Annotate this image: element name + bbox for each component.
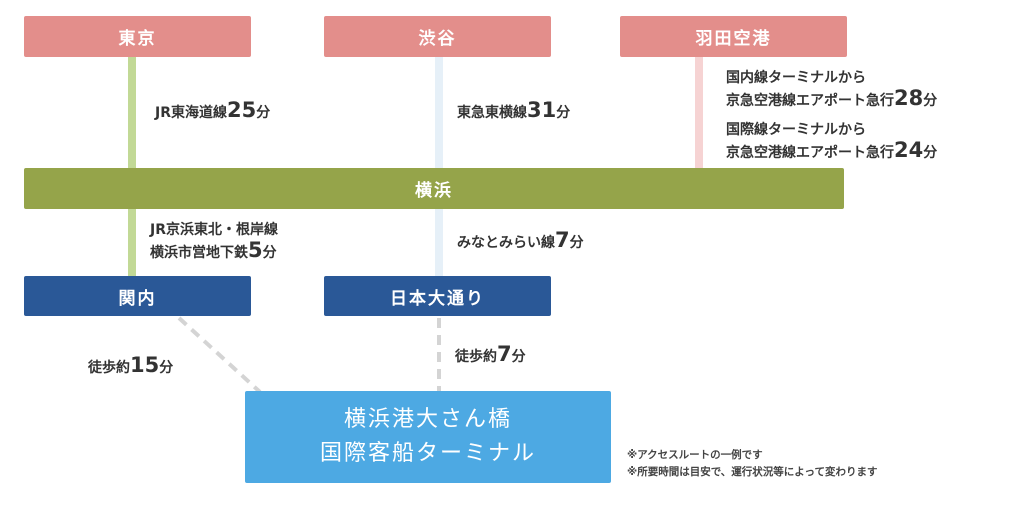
note-example-route: ※アクセスルートの一例です xyxy=(627,449,763,461)
route-minutes: 31 xyxy=(527,98,557,122)
route-origin: 国内線ターミナルから xyxy=(726,70,866,86)
route-label-tokyo: JR東海道線25分 xyxy=(155,100,270,123)
route-name: 京急空港線エアポート急行 xyxy=(726,93,894,109)
origin-haneda: 羽田空港 xyxy=(620,16,847,57)
jr-line-upper xyxy=(128,57,136,168)
route-name-jr: JR京浜東北・根岸線 xyxy=(150,222,278,238)
hub-yokohama: 横浜 xyxy=(24,168,844,209)
walk-path-kannai xyxy=(177,316,262,394)
route-unit: 分 xyxy=(556,105,571,121)
route-label-haneda-intl: 国際線ターミナルから 京急空港線エアポート急行24分 xyxy=(726,120,937,163)
route-minutes: 28 xyxy=(894,86,924,110)
walk-text: 徒歩約 xyxy=(88,360,130,376)
jr-line-lower xyxy=(128,209,136,276)
note-time-estimate: ※所要時間は目安で、運行状況等によって変わります xyxy=(627,466,878,478)
route-unit: 分 xyxy=(569,235,584,251)
walk-minutes: 15 xyxy=(130,353,160,377)
destination-name-line1: 横浜港大さん橋 xyxy=(343,407,512,432)
walk-unit: 分 xyxy=(511,349,526,365)
route-minutes: 25 xyxy=(227,98,257,122)
route-unit: 分 xyxy=(923,93,938,109)
walk-minutes: 7 xyxy=(497,342,512,366)
route-unit: 分 xyxy=(262,245,277,261)
route-name: 横浜市営地下鉄 xyxy=(150,245,248,261)
route-label-minatomirai: みなとみらい線7分 xyxy=(457,230,584,253)
route-name: 東急東横線 xyxy=(457,105,527,121)
station-kannai: 関内 xyxy=(24,276,251,316)
origin-shibuya: 渋谷 xyxy=(324,16,551,57)
route-label-shibuya: 東急東横線31分 xyxy=(457,100,570,123)
notes: ※アクセスルートの一例です ※所要時間は目安で、運行状況等によって変わります xyxy=(627,447,877,481)
station-nihon-odori: 日本大通り xyxy=(324,276,551,316)
route-name: みなとみらい線 xyxy=(457,235,555,251)
route-name: JR東海道線 xyxy=(155,105,227,121)
route-label-haneda-domestic: 国内線ターミナルから 京急空港線エアポート急行28分 xyxy=(726,68,937,111)
route-minutes: 7 xyxy=(555,228,570,252)
walk-text: 徒歩約 xyxy=(455,349,497,365)
destination-terminal: 横浜港大さん橋 国際客船ターミナル xyxy=(245,391,611,483)
tokyu-line xyxy=(435,57,443,168)
route-unit: 分 xyxy=(923,145,938,161)
origin-tokyo: 東京 xyxy=(24,16,251,57)
walk-label-nihon-odori: 徒歩約7分 xyxy=(455,344,526,367)
route-minutes: 24 xyxy=(894,138,924,162)
route-name: 京急空港線エアポート急行 xyxy=(726,145,894,161)
route-unit: 分 xyxy=(256,105,271,121)
route-label-kannai: JR京浜東北・根岸線 横浜市営地下鉄5分 xyxy=(150,220,278,263)
walk-label-kannai: 徒歩約15分 xyxy=(88,355,173,378)
keikyu-line xyxy=(695,57,703,168)
walk-unit: 分 xyxy=(159,360,174,376)
route-origin: 国際線ターミナルから xyxy=(726,122,866,138)
minatomirai-line xyxy=(435,209,443,276)
destination-name-line2: 国際客船ターミナル xyxy=(319,441,536,466)
route-minutes: 5 xyxy=(248,238,263,262)
